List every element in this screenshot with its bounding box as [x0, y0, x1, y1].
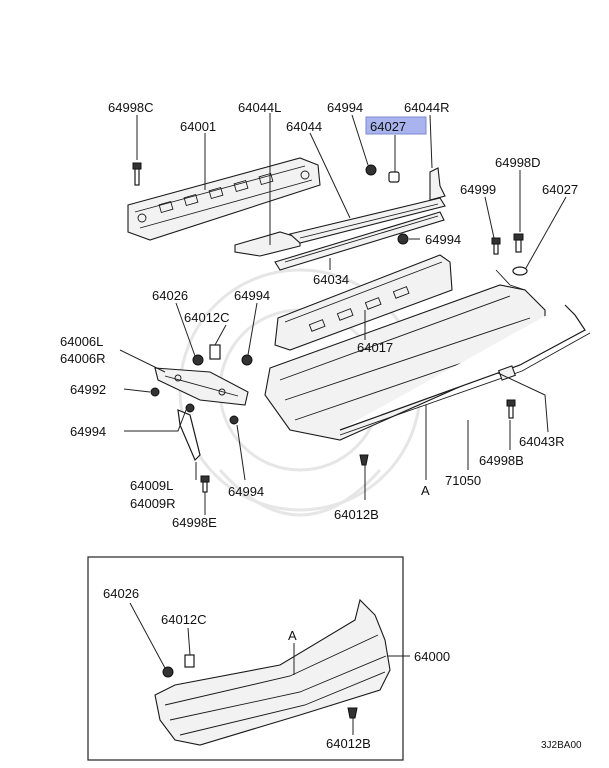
- label-64044[interactable]: 64044: [286, 119, 322, 134]
- label-64027[interactable]: 64027: [542, 182, 578, 197]
- label-64044R[interactable]: 64044R: [404, 100, 450, 115]
- label-64009R[interactable]: 64009R: [130, 496, 176, 511]
- inset-label-64012B[interactable]: 64012B: [326, 736, 371, 751]
- side-bracket-64006[interactable]: [154, 367, 249, 406]
- label-64994-left[interactable]: 64994: [234, 288, 270, 303]
- nut-64026[interactable]: [192, 354, 204, 366]
- bolt-64998D[interactable]: [513, 233, 524, 253]
- label-64994-low[interactable]: 64994: [70, 424, 106, 439]
- label-64006R[interactable]: 64006R: [60, 351, 106, 366]
- stay-64009[interactable]: [177, 409, 201, 462]
- bracket-64044L[interactable]: [234, 231, 301, 257]
- label-ref-A[interactable]: A: [421, 483, 430, 498]
- clip-64027-top[interactable]: [388, 171, 400, 183]
- bracket-64044R[interactable]: [429, 167, 446, 201]
- label-64017[interactable]: 64017: [357, 340, 393, 355]
- diagram-code: 3J2BA00: [541, 740, 582, 751]
- nut-64994-low[interactable]: [185, 403, 195, 413]
- bolt-64998B[interactable]: [506, 399, 516, 419]
- inset-label-64026[interactable]: 64026: [103, 586, 139, 601]
- label-64009L[interactable]: 64009L: [130, 478, 173, 493]
- label-64999[interactable]: 64999: [460, 182, 496, 197]
- reinforcement-64001[interactable]: [127, 157, 321, 241]
- molding-71050[interactable]: [339, 304, 591, 436]
- nut-64994-bot[interactable]: [229, 415, 239, 425]
- nut-64994-left[interactable]: [241, 354, 253, 366]
- label-64998D[interactable]: 64998D: [495, 155, 541, 170]
- label-64027-highlight[interactable]: 64027: [370, 119, 406, 134]
- bolt-64992[interactable]: [150, 387, 160, 397]
- label-64006L[interactable]: 64006L: [60, 334, 103, 349]
- label-64043R[interactable]: 64043R: [519, 434, 565, 449]
- label-64998B[interactable]: 64998B: [479, 453, 524, 468]
- clip-64012C[interactable]: [209, 344, 221, 360]
- absorber-64017[interactable]: [274, 254, 453, 351]
- label-64001[interactable]: 64001: [180, 119, 216, 134]
- nut-64994-mid[interactable]: [397, 233, 409, 245]
- label-64012B[interactable]: 64012B: [334, 507, 379, 522]
- label-64998E[interactable]: 64998E: [172, 515, 217, 530]
- retainer-64034[interactable]: [274, 211, 445, 271]
- label-64026[interactable]: 64026: [152, 288, 188, 303]
- clip-64027-right[interactable]: [512, 266, 528, 276]
- inset-label-64012C[interactable]: 64012C: [161, 612, 207, 627]
- inset-box: [87, 556, 410, 761]
- label-64994-mid[interactable]: 64994: [425, 232, 461, 247]
- label-71050[interactable]: 71050: [445, 473, 481, 488]
- bracket-64044[interactable]: [288, 197, 446, 244]
- label-64994-bot[interactable]: 64994: [228, 484, 264, 499]
- clip-64012B[interactable]: [359, 454, 369, 466]
- nut-64994-top[interactable]: [365, 164, 377, 176]
- label-64994-top[interactable]: 64994: [327, 100, 363, 115]
- highlight-64027: [365, 116, 427, 135]
- bolt-64999[interactable]: [491, 237, 501, 255]
- label-64992[interactable]: 64992: [70, 382, 106, 397]
- label-64034[interactable]: 64034: [313, 272, 349, 287]
- inset-label-A[interactable]: A: [288, 628, 297, 643]
- label-64998C[interactable]: 64998C: [108, 100, 154, 115]
- leader-lines: [119, 113, 567, 515]
- inset-label-64000[interactable]: 64000: [414, 649, 450, 664]
- bolt-64998E[interactable]: [200, 475, 210, 493]
- label-64012C[interactable]: 64012C: [184, 310, 230, 325]
- label-64044L[interactable]: 64044L: [238, 100, 281, 115]
- bolt-64998C[interactable]: [132, 162, 142, 186]
